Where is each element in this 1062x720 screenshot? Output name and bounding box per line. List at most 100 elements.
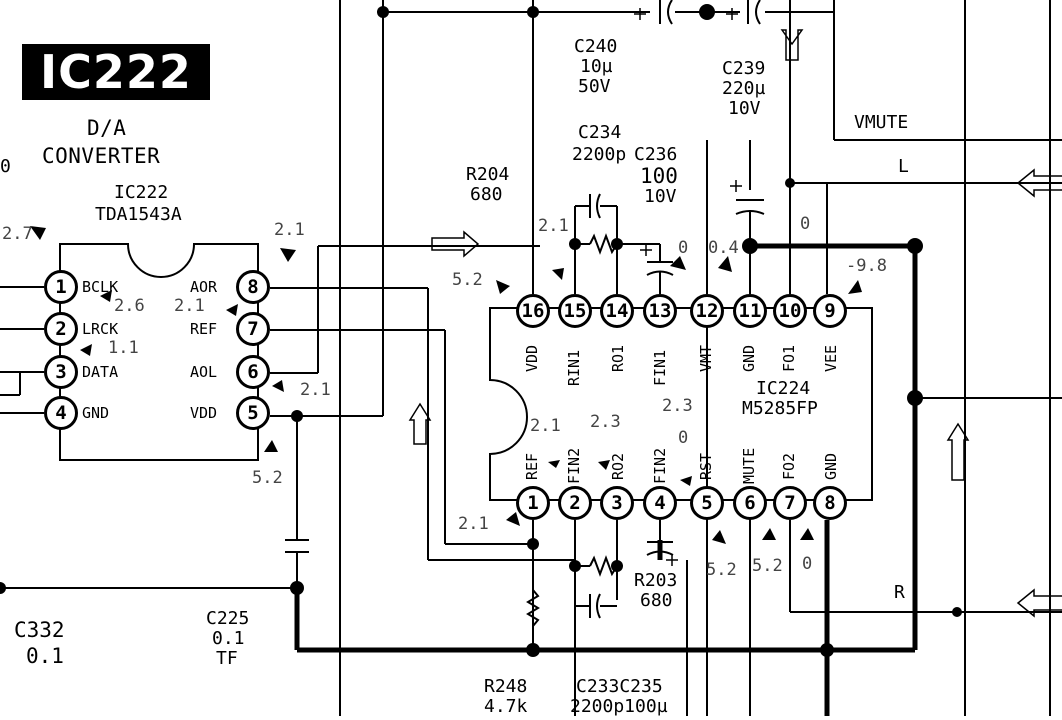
ic222-v3: 1.1 <box>108 338 139 358</box>
ic224-pin-7: 7 <box>773 486 807 520</box>
ic224-pin16-name: VDD <box>523 344 541 372</box>
ic224-v13: 0 <box>678 238 689 258</box>
ic224-v12: 0.4 <box>708 238 739 258</box>
signal-arrow-icon <box>780 29 804 61</box>
c236-ref: C236 <box>634 144 678 165</box>
ic222-pin8-name: AOR <box>190 278 218 296</box>
ic224-pin9-name: VEE <box>822 344 840 372</box>
signal-arrow-icon <box>1016 588 1062 618</box>
ic224-pin12-name: VMT <box>697 344 715 372</box>
c239-value: 220µ <box>722 78 766 99</box>
ic224-pin13-name: FIN1 <box>651 349 669 386</box>
ic222-function-line1: D/A <box>87 116 127 140</box>
ic224-pin6-name: MUTE <box>740 447 758 484</box>
ic222-v6: 2.1 <box>300 380 331 400</box>
signal-arrow-icon <box>1016 168 1062 198</box>
ic224-v15: 2.1 <box>538 216 569 236</box>
r204-value: 680 <box>470 184 503 205</box>
ic222-pin4-name: GND <box>82 404 110 422</box>
r204-ref: R204 <box>466 164 510 185</box>
ic222-pin-8: 8 <box>236 270 270 304</box>
ic224-inner-voltage: 2.3 <box>662 396 693 416</box>
ic222-v2: 2.6 <box>114 296 145 316</box>
c225-type: TF <box>216 648 238 669</box>
ic222-title: IC222 <box>22 44 210 100</box>
ic224-pin-12: 12 <box>690 294 724 328</box>
ic224-v1: 2.1 <box>458 514 489 534</box>
ic222-pin-1: 1 <box>44 270 78 304</box>
ic224-pin-5: 5 <box>690 486 724 520</box>
ic222-pin7-name: REF <box>190 320 218 338</box>
ic224-pin-11: 11 <box>733 294 767 328</box>
ic224-pin-1: 1 <box>516 486 550 520</box>
r248-ref: R248 <box>484 676 528 697</box>
ic222-pin-2: 2 <box>44 312 78 346</box>
ic224-part: M5285FP <box>742 398 818 419</box>
ic222-pin3-name: DATA <box>82 363 119 381</box>
c225-value: 0.1 <box>212 628 245 649</box>
c240-value: 10µ <box>580 56 613 77</box>
edge-zero-label: 0 <box>0 156 11 177</box>
r203-ref: R203 <box>634 570 678 591</box>
ic224-v9: -9.8 <box>846 256 887 276</box>
c236-voltage: 10V <box>644 186 677 207</box>
c332-value: 0.1 <box>26 644 64 668</box>
ic224-pin-14: 14 <box>600 294 634 328</box>
ic222-v8: 2.1 <box>274 220 305 240</box>
net-vmute: VMUTE <box>854 112 909 133</box>
ic224-pin2-name: FIN2 <box>565 447 583 484</box>
ic224-v3: 2.3 <box>590 412 621 432</box>
ic224-pin-16: 16 <box>516 294 550 328</box>
ic222-pin6-name: AOL <box>190 363 218 381</box>
ic224-pin-2: 2 <box>558 486 592 520</box>
ic224-pin-13: 13 <box>643 294 677 328</box>
ic224-pin7-name: FO2 <box>780 452 798 480</box>
ic224-v5: 5.2 <box>706 560 737 580</box>
ic224-v10: 0 <box>800 214 811 234</box>
ic224-v6: 5.2 <box>752 556 783 576</box>
ic222-v1: 2.7 <box>2 224 33 244</box>
voltage-marker <box>30 226 46 240</box>
c234-value: 2200p <box>572 144 627 165</box>
ic222-pin-5: 5 <box>236 396 270 430</box>
ic224-pin-9: 9 <box>813 294 847 328</box>
ic222-pin1-name: BCLK <box>82 278 119 296</box>
ic222-pin-3: 3 <box>44 355 78 389</box>
c332-ref: C332 <box>14 618 65 642</box>
c225-ref: C225 <box>206 608 250 629</box>
ic224-pin4-name: FIN2 <box>651 447 669 484</box>
c240-ref: C240 <box>574 36 618 57</box>
ic224-v16: 5.2 <box>452 270 483 290</box>
r203-value: 680 <box>640 590 673 611</box>
ic224-pin1-name: REF <box>523 452 541 480</box>
signal-arrow-icon <box>946 422 970 481</box>
ic224-pin-8: 8 <box>813 486 847 520</box>
c234-ref: C234 <box>578 122 622 143</box>
signal-arrow-icon <box>431 230 480 258</box>
ic224-v7: 0 <box>802 554 813 574</box>
ic224-pin14-name: RO1 <box>609 344 627 372</box>
ic222-ref: IC222 <box>114 182 169 203</box>
signal-arrow-icon <box>408 402 432 445</box>
ic224-pin11-name: GND <box>740 344 758 372</box>
c233c235-ref: C233C235 <box>576 676 663 697</box>
ic224-body <box>489 307 873 501</box>
ic224-ref: IC224 <box>756 378 811 399</box>
ic222-pin-6: 6 <box>236 355 270 389</box>
c236-value: 100 <box>640 164 678 188</box>
c233c235-value: 2200p100µ <box>570 696 668 717</box>
c239-ref: C239 <box>722 58 766 79</box>
ic222-v7: 2.1 <box>174 296 205 316</box>
ic224-pin8-name: GND <box>822 452 840 480</box>
ic224-v4: 0 <box>678 428 689 448</box>
ic224-pin-15: 15 <box>558 294 592 328</box>
ic224-pin-6: 6 <box>733 486 767 520</box>
ic224-pin15-name: RIN1 <box>565 349 583 386</box>
ic224-pin-3: 3 <box>600 486 634 520</box>
ic222-part: TDA1543A <box>95 204 182 225</box>
r248-value: 4.7k <box>484 696 528 717</box>
ic222-pin-4: 4 <box>44 396 78 430</box>
ic224-pin5-name: RST <box>697 452 715 480</box>
net-r: R <box>894 582 905 603</box>
